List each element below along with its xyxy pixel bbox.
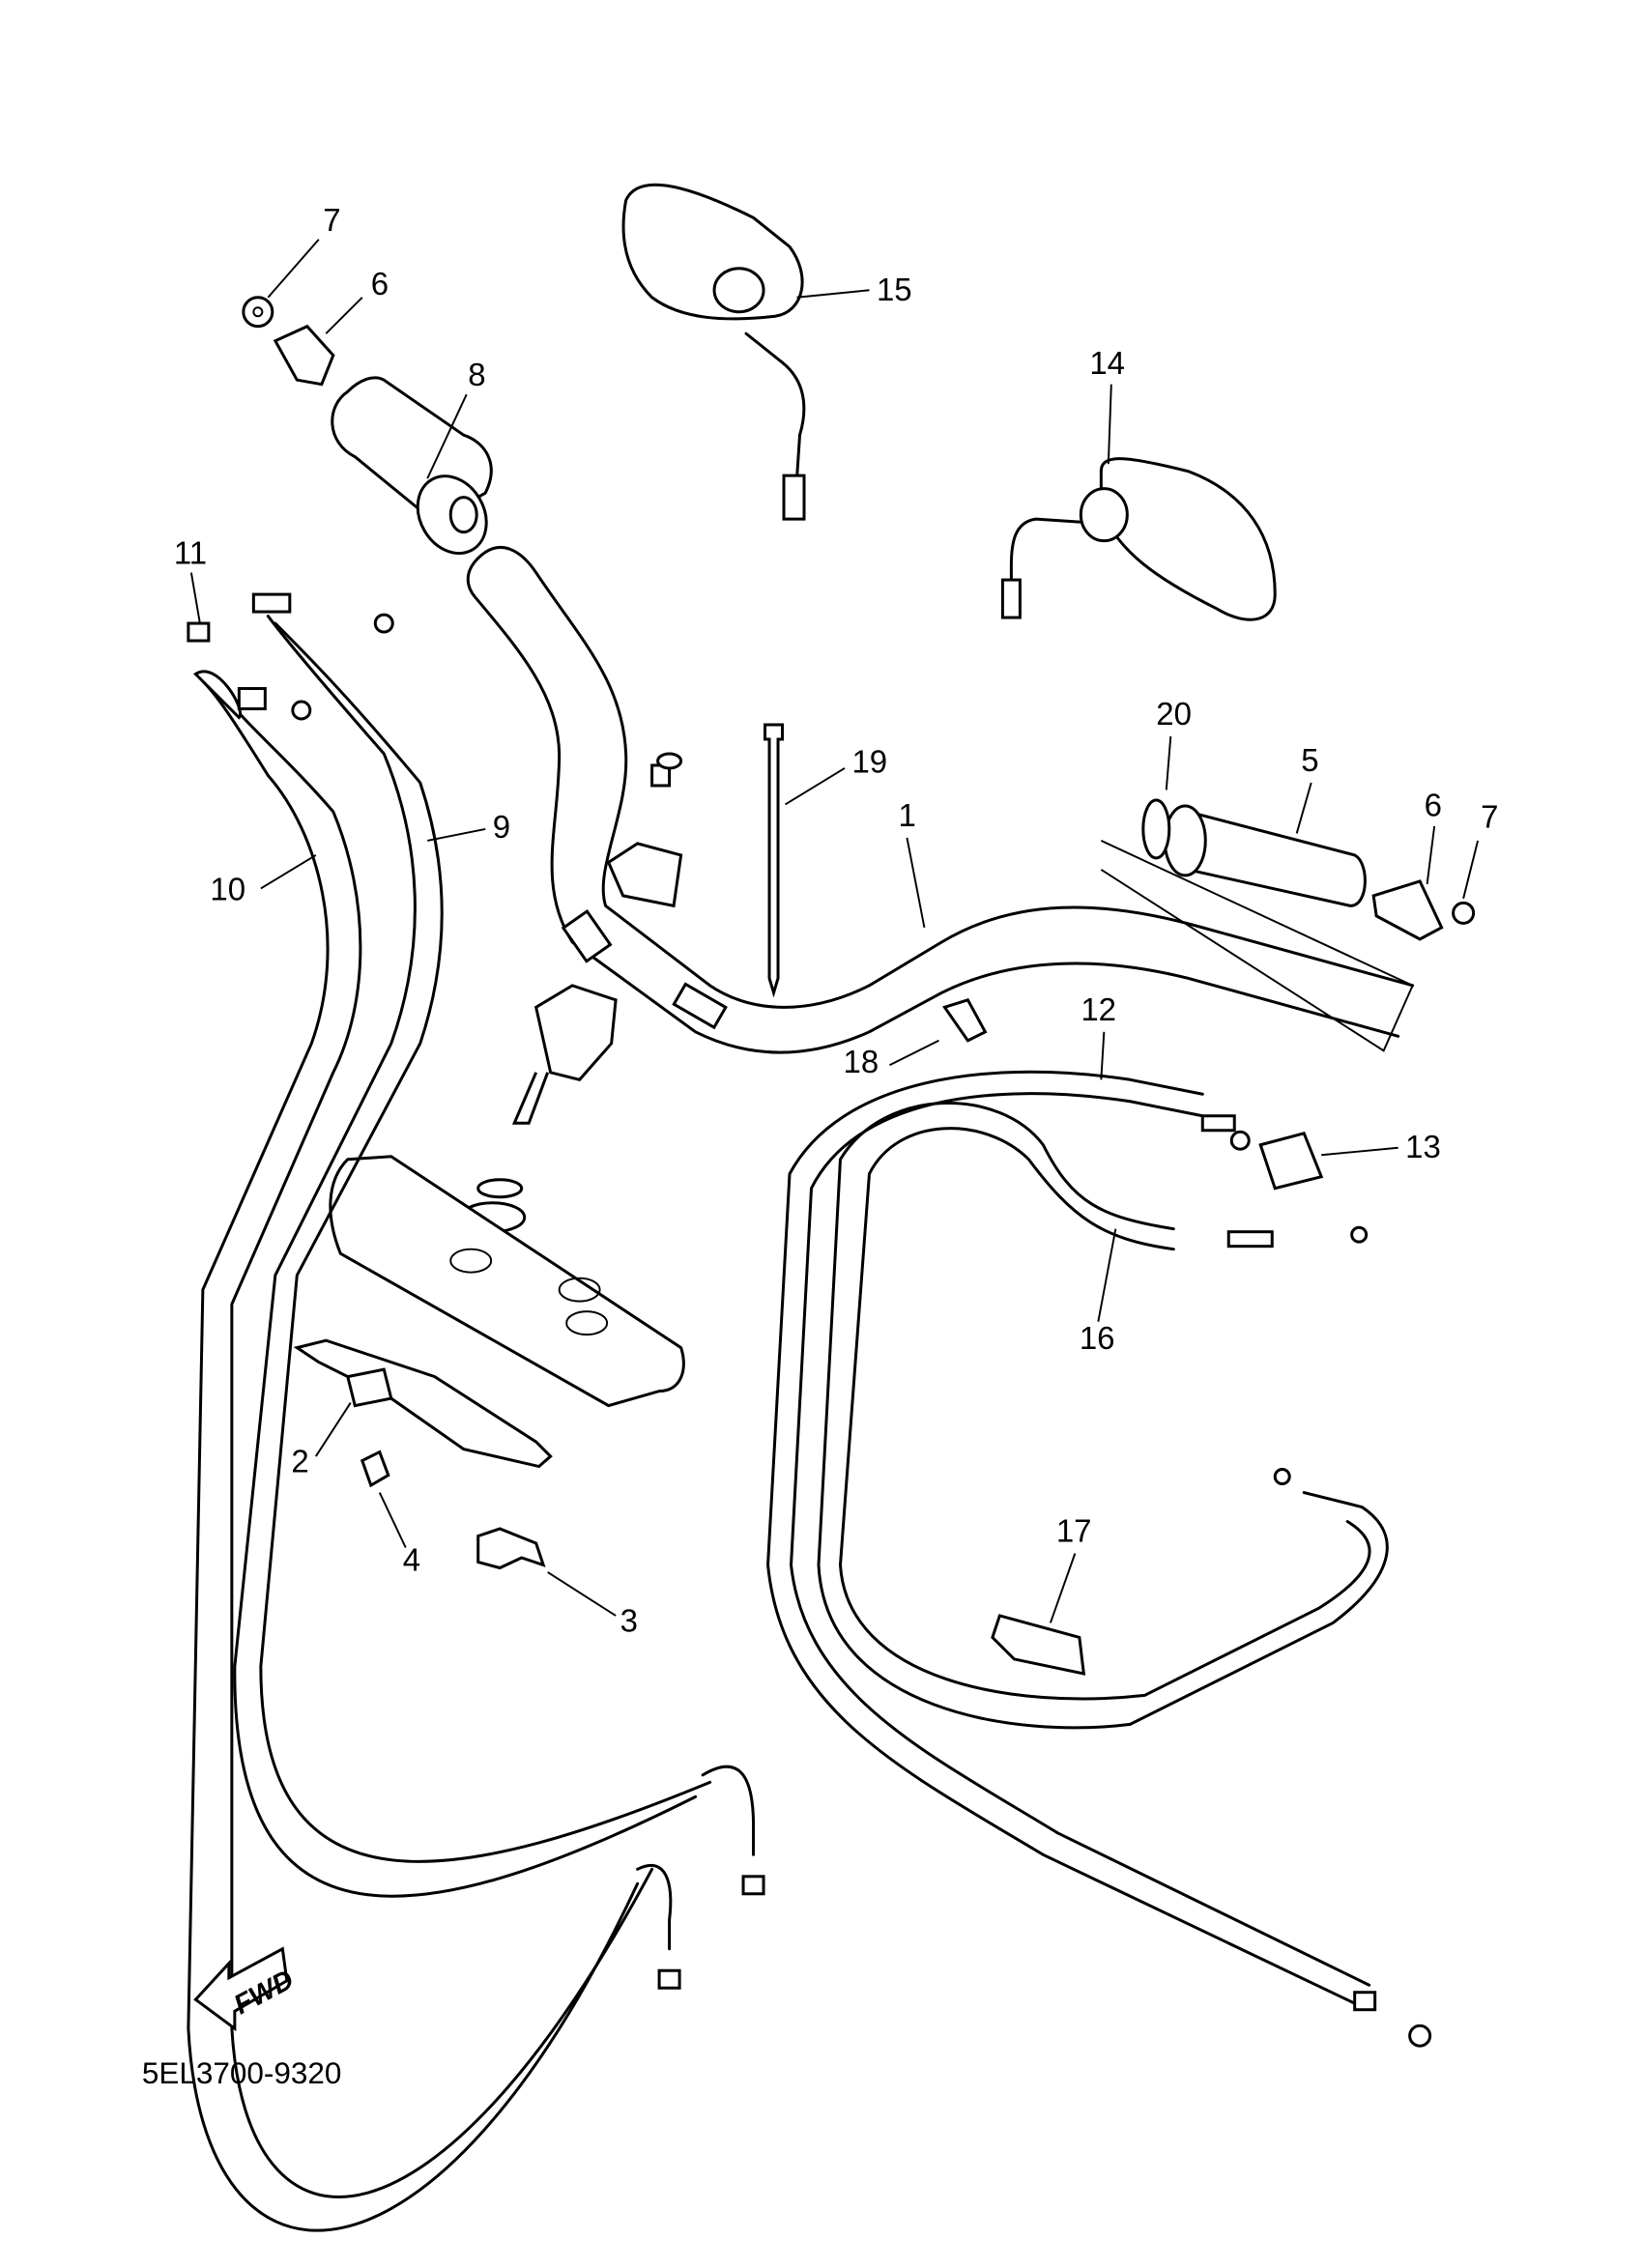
leader-line	[260, 854, 317, 890]
leader-line	[1462, 840, 1480, 900]
leader-line	[889, 1039, 939, 1067]
leader-line	[1426, 825, 1436, 885]
callout-9: 9	[493, 809, 510, 845]
callout-20: 20	[1156, 696, 1192, 732]
leader-line	[796, 289, 870, 299]
leader-line	[378, 1492, 407, 1548]
callout-17: 17	[1056, 1513, 1092, 1549]
callout-10: 10	[210, 871, 245, 906]
leader-line	[1049, 1553, 1077, 1623]
leader-line	[1165, 735, 1172, 790]
leader-line	[1100, 1031, 1106, 1080]
leader-line	[314, 1402, 352, 1457]
callout-7: 7	[323, 202, 340, 238]
callout-1: 1	[898, 797, 915, 833]
right-grip	[1141, 798, 1476, 941]
brackets	[293, 998, 1086, 1676]
callout-3: 3	[620, 1602, 638, 1638]
bar-end-left	[242, 296, 335, 387]
callout-8: 8	[468, 357, 485, 392]
handlebar-riser	[329, 752, 685, 1408]
leader-line	[906, 837, 926, 929]
clutch-cables	[766, 1070, 1432, 2048]
callout-6: 6	[1425, 787, 1442, 822]
callout-13: 13	[1405, 1129, 1441, 1164]
leader-line	[1097, 1228, 1117, 1322]
callout-4: 4	[403, 1541, 420, 1577]
leader-line	[1321, 1146, 1398, 1157]
leader-line	[785, 767, 846, 806]
leader-line	[426, 393, 468, 479]
leader-line	[1295, 782, 1312, 834]
mirror-right	[1000, 457, 1277, 621]
handlebar	[466, 546, 1415, 1054]
throttle-cables	[187, 592, 765, 2232]
callout-12: 12	[1081, 991, 1116, 1027]
callout-16: 16	[1080, 1320, 1115, 1356]
callout-6: 6	[371, 266, 389, 301]
leader-line	[427, 827, 486, 842]
leader-line	[267, 239, 320, 299]
leader-line	[325, 297, 363, 334]
fwd-arrow: FWD	[193, 1946, 299, 2032]
callout-7: 7	[1481, 798, 1498, 834]
cable-tie	[764, 723, 785, 998]
left-grip	[331, 376, 493, 556]
mirror-left	[621, 183, 806, 521]
callout-11: 11	[174, 535, 207, 571]
leader-line	[189, 572, 201, 624]
callout-18: 18	[843, 1044, 879, 1079]
callout-5: 5	[1301, 742, 1318, 778]
callout-14: 14	[1089, 345, 1125, 381]
callout-19: 19	[851, 743, 887, 779]
callout-15: 15	[877, 272, 912, 307]
part-code: 5EL3700-9320	[142, 2056, 341, 2090]
callout-2: 2	[291, 1444, 308, 1479]
leader-line	[547, 1571, 617, 1617]
leader-line	[1107, 384, 1112, 465]
